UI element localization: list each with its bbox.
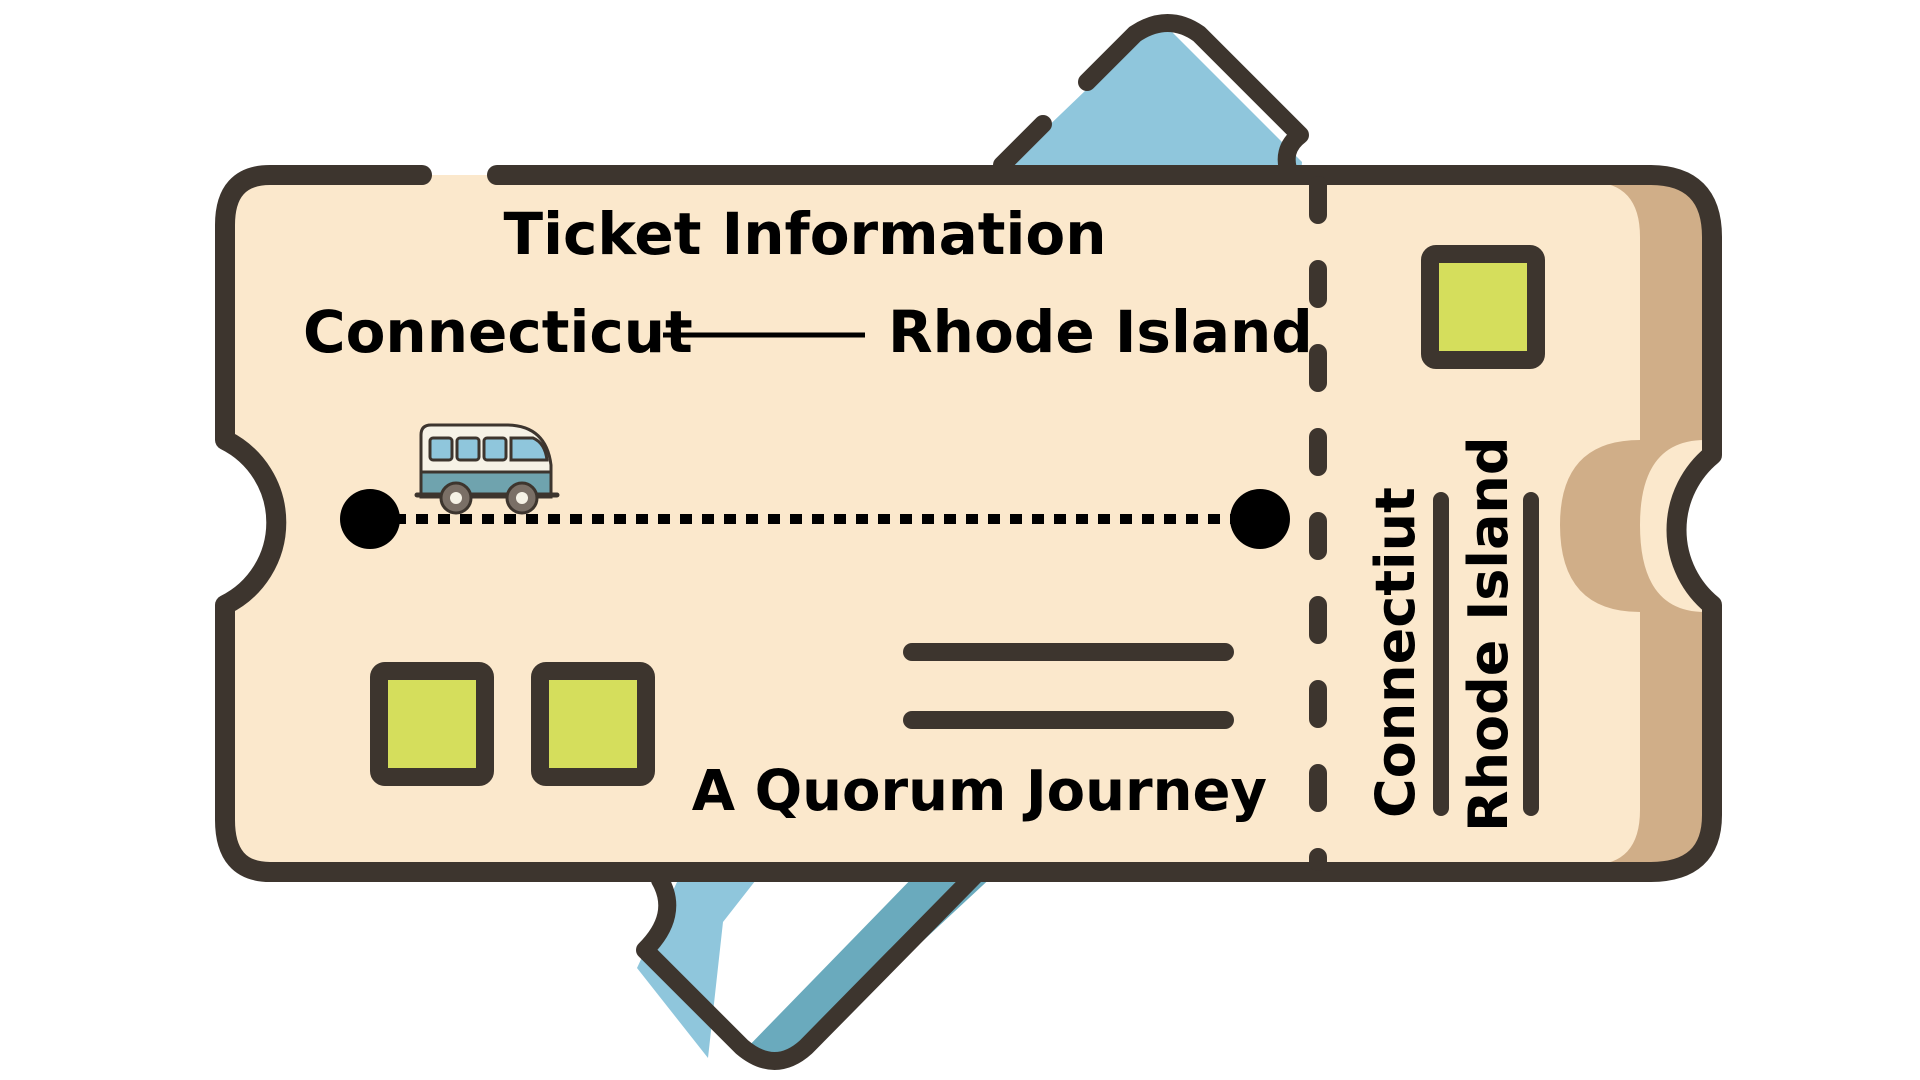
stub-square <box>1421 245 1545 369</box>
ticket-square-1 <box>370 662 494 786</box>
stub-destination-label: Rhode Island <box>1457 436 1520 832</box>
stub-origin-label: Connectiut <box>1364 487 1427 818</box>
origin-label: Connecticut <box>303 298 693 366</box>
ticket-square-2 <box>531 662 655 786</box>
bus-icon <box>414 423 560 515</box>
route-line <box>340 489 1290 549</box>
ticket-title: Ticket Information <box>503 200 1107 268</box>
destination-label: Rhode Island <box>888 298 1313 366</box>
ticket-tagline: A Quorum Journey <box>691 759 1267 824</box>
route-end-dot <box>1230 489 1290 549</box>
route-start-dot <box>340 489 400 549</box>
